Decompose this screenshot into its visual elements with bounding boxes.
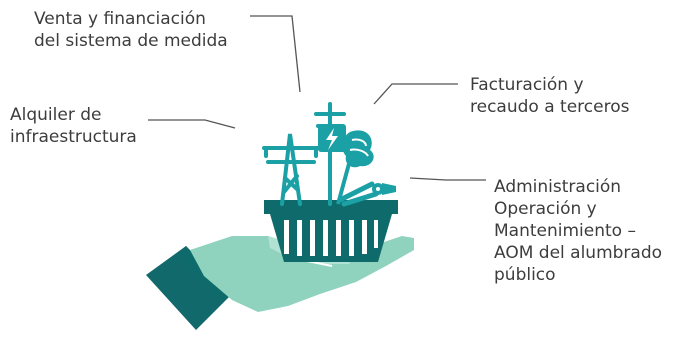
label-alquiler: Alquiler de infraestructura	[10, 104, 137, 148]
pliers-handle-1	[337, 181, 375, 203]
label-facturacion: Facturación y recaudo a terceros	[470, 74, 629, 118]
light-bulb-icon	[336, 130, 374, 205]
label-administracion-line-1: Administración	[494, 177, 622, 197]
pliers-handle-2	[341, 191, 379, 207]
label-venta-financiacion: Venta y financiación del sistema de medi…	[34, 8, 228, 52]
label-facturacion-line-1: Facturación y	[470, 75, 584, 95]
label-administracion-line-5: público	[494, 265, 556, 285]
pliers-icon	[337, 181, 396, 207]
basket-rim	[264, 200, 398, 214]
connector-venta	[250, 15, 301, 93]
connector-lines	[148, 15, 486, 181]
label-administracion-line-3: Mantenimiento –	[494, 221, 636, 241]
label-administracion: Administración Operación y Mantenimiento…	[494, 176, 662, 286]
label-facturacion-line-2: recaudo a terceros	[470, 97, 630, 117]
bulb-spiral-lines	[349, 138, 369, 157]
basket-icon	[264, 200, 398, 262]
label-alquiler-line-1: Alquiler de	[10, 105, 102, 125]
lightning-bolt-icon	[326, 128, 338, 150]
label-venta-line-1: Venta y financiación	[34, 9, 206, 29]
connector-facturacion	[373, 83, 458, 105]
label-administracion-line-4: AOM del alumbrado	[494, 243, 663, 263]
label-alquiler-line-2: infraestructura	[10, 127, 137, 147]
label-administracion-line-2: Operación y	[494, 199, 597, 219]
pliers-jaw	[382, 183, 396, 195]
label-venta-line-2: del sistema de medida	[34, 31, 228, 51]
electric-tower-icon	[262, 133, 320, 206]
tower-brace-2	[282, 174, 299, 194]
tower-frame	[280, 133, 302, 206]
utility-pole-icon	[314, 102, 346, 206]
sleeve-shape	[146, 246, 232, 330]
basket-slats	[284, 220, 378, 256]
connector-administracion	[409, 177, 486, 181]
connector-alquiler	[148, 119, 236, 129]
bulb-stem	[336, 159, 352, 205]
energy-meter-icon	[318, 124, 346, 152]
pliers-pivot-dot	[376, 187, 380, 191]
